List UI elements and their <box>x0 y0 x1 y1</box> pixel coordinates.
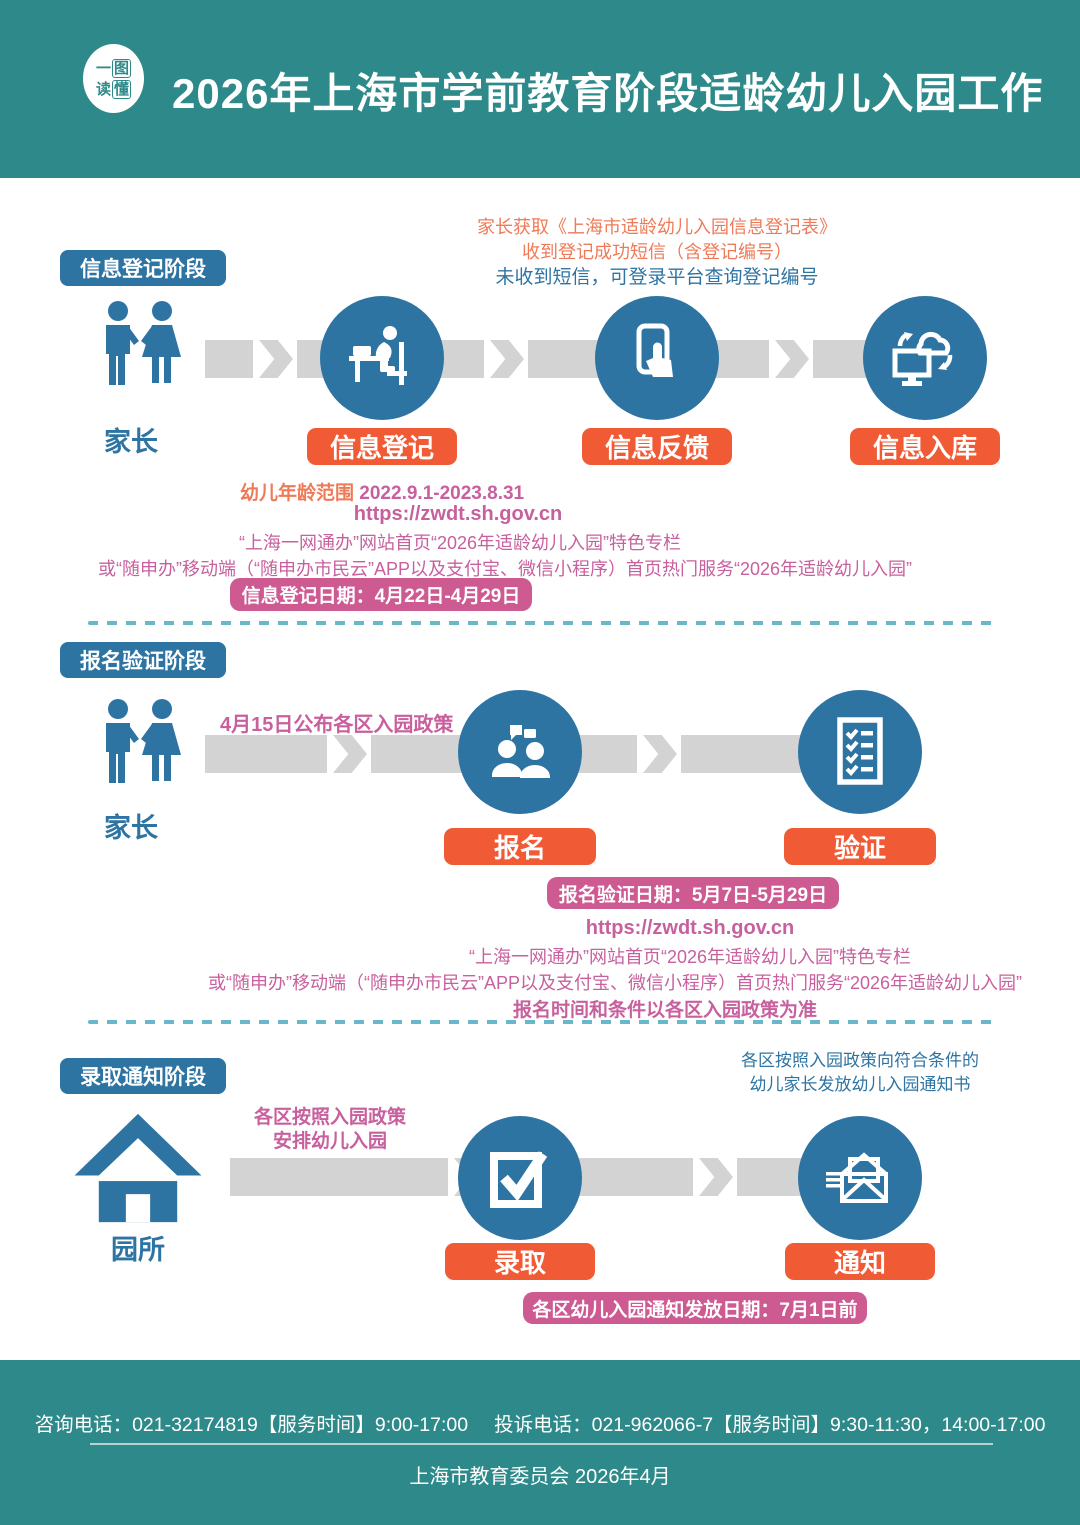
age-range-label: 幼儿年龄范围 <box>240 483 355 504</box>
note-notice-issue: 各区按照入园政策向符合条件的 <box>741 1051 979 1070</box>
complaint-phone: 投诉电话：021-962066-7【服务时间】9:30-11:30，14:00-… <box>494 1414 1046 1436</box>
actor-label-kindergarten: 园所 <box>111 1235 165 1265</box>
step-label-registration: 信息登记 <box>307 428 457 465</box>
kindergarten-icon <box>72 1112 204 1224</box>
badge-char-boxed: 图 <box>112 58 132 78</box>
step-label-notify: 通知 <box>785 1243 935 1280</box>
date-badge-registration: 信息登记日期：4月22日-4月29日 <box>230 578 532 611</box>
badge-char: 一 <box>95 59 111 77</box>
note-notice-issue: 幼儿家长发放幼儿入园通知书 <box>749 1075 971 1094</box>
portal-url: https://zwdt.sh.gov.cn <box>585 917 795 939</box>
stage-badge-registration: 信息登记阶段 <box>60 250 226 286</box>
step-circle-verify <box>798 690 922 814</box>
section-divider <box>88 1020 1000 1024</box>
date-badge-notice: 各区幼儿入园通知发放日期：7月1日前 <box>523 1292 867 1324</box>
channel-web: “上海一网通办”网站首页“2026年适龄幼儿入园”特色专栏 <box>238 533 682 553</box>
step-label-admit: 录取 <box>445 1243 595 1280</box>
age-range-value: 2022.9.1-2023.8.31 <box>359 483 525 504</box>
consult-phone: 咨询电话：021-32174819【服务时间】9:00-17:00 <box>34 1414 469 1436</box>
footer-divider <box>90 1443 993 1445</box>
portal-url: https://zwdt.sh.gov.cn <box>353 503 563 525</box>
channel-app: 或“随申办”移动端（“随申办市民云”APP以及支付宝、微信小程序）首页热门服务“… <box>207 973 1023 993</box>
parents-icon <box>94 698 186 804</box>
date-badge-enrollment: 报名验证日期：5月7日-5月29日 <box>547 877 839 909</box>
step-circle-feedback <box>595 296 719 420</box>
flow-arrow-chevron <box>775 340 809 378</box>
step-circle-enroll <box>458 690 582 814</box>
checklist-icon <box>837 717 883 785</box>
stage-badge-admission: 录取通知阶段 <box>60 1058 226 1094</box>
note-arrange: 安排幼儿入园 <box>272 1131 388 1152</box>
note-no-sms: 未收到短信，可登录平台查询登记编号 <box>495 267 819 288</box>
checkbox-icon <box>490 1151 548 1208</box>
step-circle-database <box>863 296 987 420</box>
phone-tap-icon <box>636 323 673 377</box>
note-form: 家长获取《上海市适龄幼儿入园信息登记表》 <box>477 217 837 237</box>
person-at-desk-icon <box>349 326 407 385</box>
parents-icon <box>94 300 186 406</box>
flow-arrow-chevron <box>490 340 524 378</box>
step-circle-notify <box>798 1116 922 1240</box>
flow-arrow <box>205 735 327 773</box>
open-envelope-icon <box>826 1152 888 1203</box>
flow-arrow-chevron <box>643 735 677 773</box>
section-divider <box>88 621 1000 625</box>
step-label-database: 信息入库 <box>850 428 1000 465</box>
badge-char: 读 <box>95 80 111 98</box>
footer-org: 上海市教育委员会 2026年4月 <box>409 1466 671 1488</box>
step-circle-admit <box>458 1116 582 1240</box>
flow-arrow-chevron <box>259 340 293 378</box>
footer-contact-line: 咨询电话：021-32174819【服务时间】9:00-17:00 投诉电话：0… <box>35 1408 1046 1437</box>
channel-web: “上海一网通办”网站首页“2026年适龄幼儿入园”特色专栏 <box>468 947 912 967</box>
note-district-policy: 4月15日公布各区入园政策 <box>220 714 454 736</box>
yitu-dudong-badge: 一图 读懂 <box>83 44 144 113</box>
flow-arrow-chevron <box>333 735 367 773</box>
note-arrange: 各区按照入园政策 <box>253 1107 407 1128</box>
stage-badge-enrollment: 报名验证阶段 <box>60 642 226 678</box>
header: 一图 读懂 2026年上海市学前教育阶段适龄幼儿入园工作 <box>0 0 1080 178</box>
people-chat-icon <box>492 725 550 778</box>
badge-char-boxed: 懂 <box>112 79 132 99</box>
page-title: 2026年上海市学前教育阶段适龄幼儿入园工作 <box>172 70 1044 117</box>
cloud-sync-icon <box>892 331 953 386</box>
actor-label-parents: 家长 <box>104 427 158 457</box>
step-label-feedback: 信息反馈 <box>582 428 732 465</box>
note-sms: 收到登记成功短信（含登记编号） <box>522 242 792 262</box>
step-label-enroll: 报名 <box>444 828 596 865</box>
footer: 咨询电话：021-32174819【服务时间】9:00-17:00 投诉电话：0… <box>0 1360 1080 1525</box>
step-circle-registration <box>320 296 444 420</box>
age-range-line: 幼儿年龄范围 2022.9.1-2023.8.31 <box>240 478 524 505</box>
channel-app: 或“随申办”移动端（“随申办市民云”APP以及支付宝、微信小程序）首页热门服务“… <box>97 559 913 579</box>
flow-arrow <box>230 1158 448 1196</box>
step-label-verify: 验证 <box>784 828 936 865</box>
flow-arrow-chevron <box>699 1158 733 1196</box>
note-policy-priority: 报名时间和条件以各区入园政策为准 <box>512 1000 818 1021</box>
actor-label-parents: 家长 <box>104 813 158 843</box>
flow-arrow <box>205 340 253 378</box>
